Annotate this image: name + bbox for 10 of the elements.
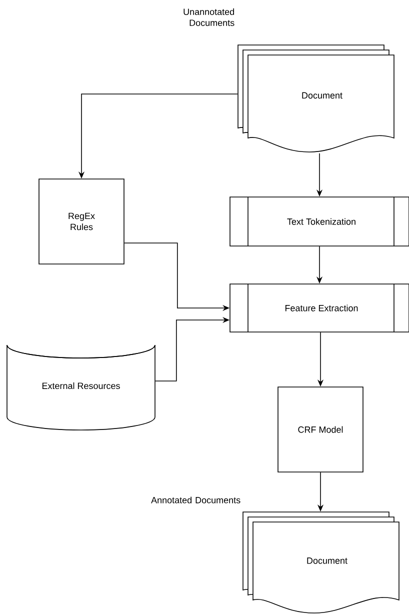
document-stack: Document [238,44,394,152]
subprocess-box: Feature Extraction [230,284,409,332]
document-stack: Document [242,512,400,614]
process-box: CRF Model [278,386,364,472]
process-box: RegEx Rules [38,178,124,264]
database-cylinder: External Resources [6,344,156,430]
caption-text: Annotated Documents [151,496,240,504]
caption-text: Unannotated Documents [184,8,234,26]
node-label: Document [307,558,348,564]
subprocess-box: Text Tokenization [230,196,409,246]
